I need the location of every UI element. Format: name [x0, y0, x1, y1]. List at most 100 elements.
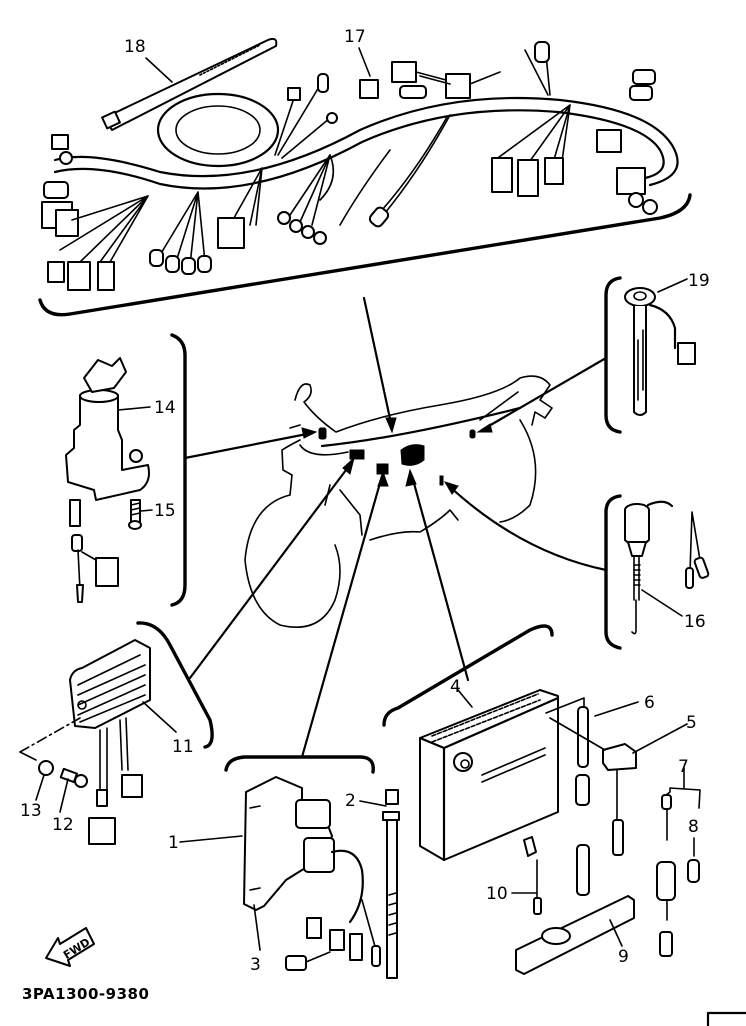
- part-2-cable-tie: [382, 789, 400, 979]
- leader-9: [609, 919, 623, 947]
- leader-6: [594, 701, 639, 717]
- callout-11: 11: [172, 737, 194, 757]
- marker-rectifier: [349, 449, 365, 460]
- part-5-terminal-cover: [602, 743, 637, 771]
- callout-10: 10: [486, 884, 508, 904]
- leader-18: [145, 57, 173, 83]
- part-13-washer: [38, 760, 54, 776]
- connector: [55, 209, 79, 237]
- harness-loop: [156, 92, 280, 168]
- connector: [67, 261, 91, 291]
- group-bracket: [136, 621, 214, 749]
- wire-harness-group: 18 17: [38, 27, 692, 317]
- connector: [95, 557, 119, 587]
- leader-11: [142, 701, 177, 733]
- connector: [88, 817, 116, 845]
- callout-4: 4: [450, 677, 461, 697]
- connector: [306, 917, 322, 939]
- connector: [544, 157, 564, 185]
- callout-13: 13: [20, 801, 42, 821]
- part-7-fuse-holder: [656, 794, 676, 957]
- callout-6: 6: [644, 693, 655, 713]
- part-17-connector: [391, 61, 417, 83]
- terminal: [59, 151, 73, 165]
- pointer-harness: [362, 296, 394, 430]
- connector: [329, 929, 345, 951]
- callout-12: 12: [52, 815, 74, 835]
- connector: [43, 181, 69, 199]
- leader-17: [358, 47, 371, 77]
- rectifier-group: 11 13 12: [19, 456, 355, 845]
- connector: [47, 261, 65, 283]
- callout-2: 2: [345, 791, 356, 811]
- page-corner-box: [706, 1011, 746, 1026]
- part-17-connector: [445, 73, 471, 99]
- part-19-grip: [624, 287, 656, 307]
- connector: [517, 159, 539, 197]
- part-9-band: [515, 895, 635, 975]
- callout-16: 16: [684, 612, 706, 632]
- grip-group: 19: [476, 271, 710, 434]
- terminal: [51, 134, 69, 150]
- harness-trunk: [53, 96, 679, 187]
- callout-1: 1: [168, 833, 179, 853]
- pointer-main-switch: [183, 431, 314, 460]
- group-bracket: [38, 193, 692, 317]
- group-bracket: [604, 494, 622, 650]
- main-switch-group: 14 15: [65, 333, 318, 607]
- group-bracket: [224, 755, 375, 774]
- part-15-screw: [128, 499, 142, 530]
- marker-switch: [439, 475, 444, 486]
- callout-15: 15: [154, 501, 176, 521]
- part-10-lead-wire: [523, 836, 542, 915]
- callout-9: 9: [618, 947, 629, 967]
- connector: [677, 342, 696, 365]
- connector: [285, 955, 307, 971]
- connector: [97, 261, 115, 291]
- connector: [596, 129, 622, 153]
- leader-5: [632, 723, 688, 754]
- leader-4: [457, 689, 473, 708]
- callout-18: 18: [124, 37, 146, 57]
- leader-12: [59, 778, 69, 813]
- part-8-fuse: [687, 859, 700, 883]
- marker-battery: [400, 444, 425, 466]
- group-bracket: [604, 276, 622, 434]
- unit-group: 1 3 2: [168, 470, 400, 979]
- callout-7: 7: [678, 757, 689, 777]
- marker-main-switch: [318, 427, 327, 440]
- fwd-arrow-icon: FWD: [45, 927, 95, 967]
- leader-14: [117, 406, 151, 411]
- pointer-unit: [300, 474, 384, 759]
- leader-13: [35, 774, 45, 801]
- connector: [217, 217, 245, 249]
- part-11-rectifier: [69, 639, 151, 729]
- pointer-grip: [480, 356, 608, 432]
- part-12-bolt: [59, 767, 88, 788]
- connector: [491, 157, 513, 193]
- pointer-rectifier: [188, 460, 354, 680]
- key-icon: [83, 357, 127, 393]
- marker-grip: [469, 429, 476, 439]
- pointer-battery: [410, 474, 470, 682]
- connector: [121, 774, 143, 798]
- reference-code: 3PA1300-9380: [22, 985, 149, 1003]
- part-14-main-switch: [65, 394, 150, 501]
- leader-19: [657, 278, 688, 293]
- part-18-cable-tie: [101, 37, 278, 131]
- motorcycle-outline: [244, 375, 553, 629]
- connector: [349, 933, 363, 961]
- callout-8: 8: [688, 817, 699, 837]
- callout-3: 3: [250, 955, 261, 975]
- leader-15: [140, 509, 153, 512]
- connector: [616, 167, 646, 195]
- leader-16: [641, 589, 683, 617]
- leader-3: [253, 904, 261, 951]
- pointer-switch: [446, 483, 608, 572]
- leader-2: [359, 800, 387, 807]
- callout-19: 19: [688, 271, 710, 291]
- callout-14: 14: [154, 398, 176, 418]
- callout-5: 5: [686, 713, 697, 733]
- switch-group: 16: [443, 481, 710, 650]
